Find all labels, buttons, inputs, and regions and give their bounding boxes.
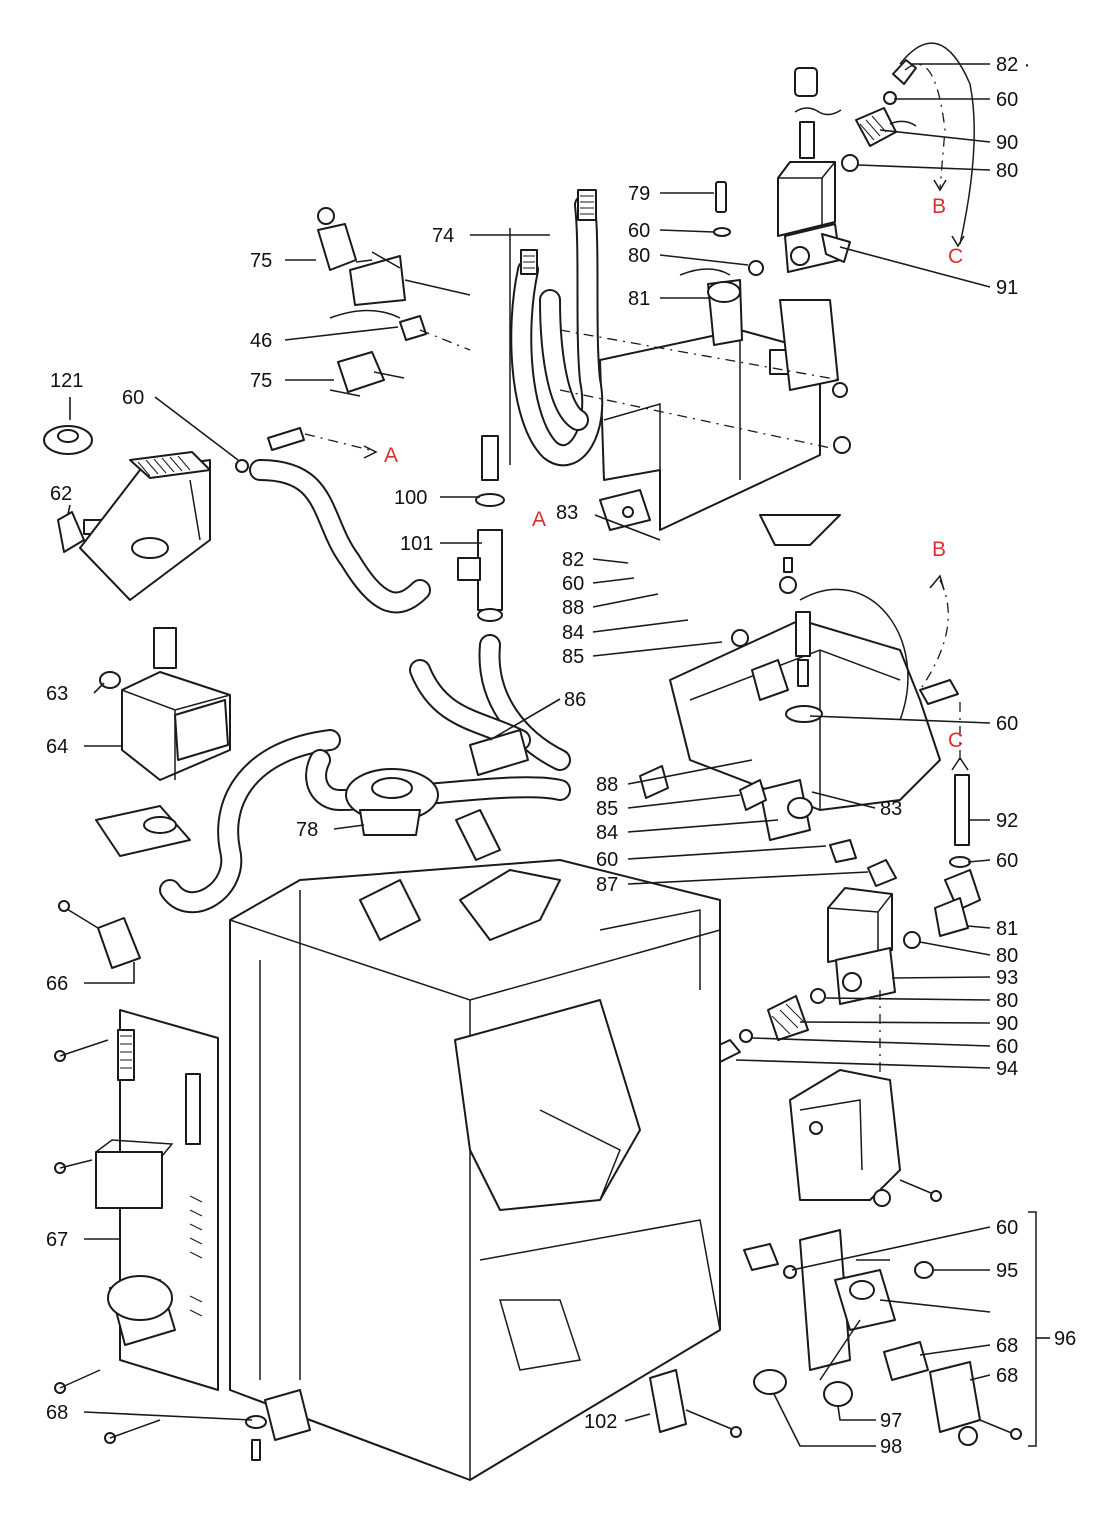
leader-lines bbox=[67, 63, 1050, 1447]
label-84: 84 bbox=[596, 822, 618, 844]
label-91: 91 bbox=[996, 277, 1018, 299]
label-60: 60 bbox=[596, 849, 618, 871]
label-100: 100 bbox=[394, 487, 427, 509]
label-63: 63 bbox=[46, 683, 68, 705]
label-97: 97 bbox=[880, 1410, 902, 1432]
clip-102 bbox=[649, 1369, 742, 1438]
label-98: 98 bbox=[880, 1436, 902, 1458]
label-102: 102 bbox=[584, 1411, 617, 1433]
label-84: 84 bbox=[562, 622, 584, 644]
ref-letter-c: C bbox=[948, 729, 963, 752]
label-68: 68 bbox=[996, 1335, 1018, 1357]
label-60: 60 bbox=[562, 573, 584, 595]
label-68: 68 bbox=[46, 1402, 68, 1424]
label-60: 60 bbox=[628, 220, 650, 242]
label-82: 82 · bbox=[996, 54, 1030, 76]
hose-set-86 bbox=[159, 659, 669, 914]
label-60: 60 bbox=[996, 713, 1018, 735]
switch-assembly-75 bbox=[317, 207, 471, 397]
label-62: 62 bbox=[50, 483, 72, 505]
bracket-66 bbox=[58, 900, 141, 969]
label-75: 75 bbox=[250, 250, 272, 272]
microswitch-68 bbox=[245, 1389, 311, 1461]
label-90: 90 bbox=[996, 132, 1018, 154]
label-81: 81 bbox=[996, 918, 1018, 940]
label-121: 121 bbox=[50, 370, 83, 392]
label-85: 85 bbox=[562, 646, 584, 668]
label-82: 82 bbox=[562, 549, 584, 571]
label-68: 68 bbox=[996, 1365, 1018, 1387]
label-88: 88 bbox=[562, 597, 584, 619]
part-labels: 82 · 60 90 80 79 60 80 74 81 91 75 46 75… bbox=[46, 54, 1076, 1458]
brew-unit-base bbox=[669, 574, 959, 841]
label-86: 86 bbox=[564, 689, 586, 711]
label-93: 93 bbox=[996, 967, 1018, 989]
ref-letter-c: C bbox=[948, 245, 963, 268]
label-101: 101 bbox=[400, 533, 433, 555]
label-74: 74 bbox=[432, 225, 454, 247]
label-79: 79 bbox=[628, 183, 650, 205]
label-78: 78 bbox=[296, 819, 318, 841]
main-frame bbox=[229, 809, 721, 1481]
electronic-board-67 bbox=[54, 1009, 219, 1444]
fitting-79-81 bbox=[679, 181, 764, 346]
label-46: 46 bbox=[250, 330, 272, 352]
label-92: 92 bbox=[996, 810, 1018, 832]
ref-letter-b: B bbox=[932, 195, 946, 218]
label-94: 94 bbox=[996, 1058, 1018, 1080]
heater-bracket-assembly bbox=[509, 189, 851, 594]
label-83: 83 bbox=[880, 798, 902, 820]
ref-letter-a: A bbox=[532, 508, 546, 531]
label-88: 88 bbox=[596, 774, 618, 796]
label-60: 60 bbox=[996, 1036, 1018, 1058]
solenoid-valve-91 bbox=[777, 42, 975, 273]
label-60: 60 bbox=[996, 89, 1018, 111]
ref-letter-b: B bbox=[932, 538, 946, 561]
ref-letter-a: A bbox=[384, 444, 398, 467]
label-75: 75 bbox=[250, 370, 272, 392]
label-80: 80 bbox=[996, 945, 1018, 967]
grid-drip-tray bbox=[43, 425, 249, 601]
label-81: 81 bbox=[628, 288, 650, 310]
label-67: 67 bbox=[46, 1229, 68, 1251]
label-83: 83 bbox=[556, 502, 578, 524]
label-96: 96 bbox=[1054, 1328, 1076, 1350]
hose-system-left bbox=[249, 427, 571, 771]
label-66: 66 bbox=[46, 973, 68, 995]
label-80: 80 bbox=[996, 160, 1018, 182]
label-80: 80 bbox=[628, 245, 650, 267]
label-87: 87 bbox=[596, 874, 618, 896]
bracket-assembly-96 bbox=[743, 1069, 1037, 1447]
label-60: 60 bbox=[996, 850, 1018, 872]
pump-64 bbox=[95, 627, 231, 857]
label-90: 90 bbox=[996, 1013, 1018, 1035]
label-60: 60 bbox=[996, 1217, 1018, 1239]
label-64: 64 bbox=[46, 736, 68, 758]
label-60: 60 bbox=[122, 387, 144, 409]
label-85: 85 bbox=[596, 798, 618, 820]
label-80: 80 bbox=[996, 990, 1018, 1012]
label-95: 95 bbox=[996, 1260, 1018, 1282]
reference-letters: B C A A B C bbox=[384, 195, 963, 752]
